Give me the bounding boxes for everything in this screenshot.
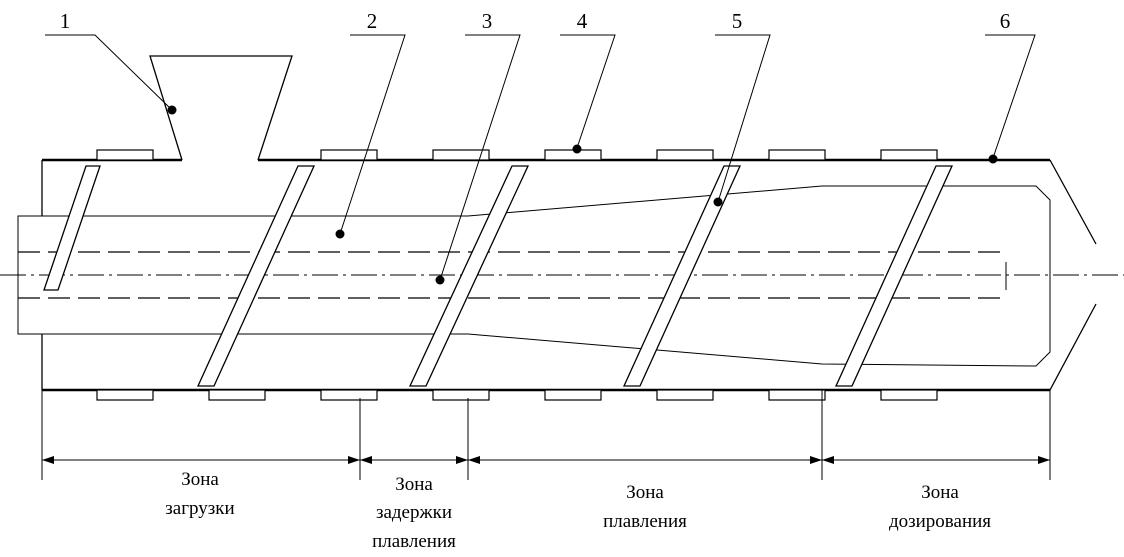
zone-label-line: дозирования [889, 511, 991, 532]
heater [656, 389, 714, 401]
heater [768, 389, 826, 401]
heater [768, 149, 826, 161]
barrel-nozzle-top [1049, 159, 1097, 245]
leader-5 [715, 34, 771, 203]
leader-dot [572, 144, 582, 154]
leader-dots [167, 105, 998, 285]
heater [432, 389, 490, 401]
screw-flight [408, 165, 530, 387]
callout-4: 4 [577, 9, 588, 33]
screw-flight [196, 165, 316, 387]
heater [544, 389, 602, 401]
heater [96, 389, 154, 401]
leader-dot [167, 105, 177, 115]
screw-flight [834, 165, 954, 387]
screw-core [17, 185, 1051, 367]
zone-label-delay: Зона задержки плавления [372, 474, 456, 552]
screw-flights [43, 165, 954, 387]
heater [96, 149, 154, 161]
heaters-top [96, 149, 938, 161]
hopper [149, 55, 293, 161]
zone-extension-lines [41, 390, 1051, 480]
heater [320, 149, 378, 161]
leader-lines [45, 34, 1036, 281]
zone-label-metering: Зона дозирования [889, 482, 991, 532]
leader-dot [435, 275, 445, 285]
zone-label-line: задержки [376, 502, 452, 523]
zone-label-line: плавления [603, 511, 687, 532]
leader-3 [439, 34, 521, 281]
heater [880, 389, 938, 401]
heaters-bottom [96, 389, 938, 401]
heater [544, 149, 602, 161]
leader-dot [713, 197, 723, 207]
zone-label-line: загрузки [165, 498, 234, 519]
heater [320, 389, 378, 401]
leader-1 [45, 34, 173, 111]
leader-6 [985, 34, 1036, 159]
zone-label-melting: Зона плавления [603, 482, 687, 532]
screw-flight [622, 165, 742, 387]
zone-label-line: Зона [395, 474, 433, 495]
leader-2 [339, 34, 406, 235]
zone-label-line: Зона [181, 469, 219, 490]
heater [208, 389, 266, 401]
zone-label-line: Зона [626, 482, 664, 503]
leader-dot [988, 154, 998, 164]
heater [880, 149, 938, 161]
heater [656, 149, 714, 161]
zone-label-line: плавления [372, 531, 456, 552]
leader-dot [335, 229, 345, 239]
zone-label-loading: Зона загрузки [165, 469, 234, 519]
zone-label-line: Зона [921, 482, 959, 503]
callout-1: 1 [60, 9, 71, 33]
callout-2: 2 [367, 9, 378, 33]
screw-flight [43, 165, 101, 291]
heater [432, 149, 490, 161]
barrel-nozzle-bottom [1049, 303, 1097, 391]
callout-3: 3 [482, 9, 493, 33]
callout-6: 6 [1000, 9, 1011, 33]
leader-4 [560, 34, 616, 149]
callout-5: 5 [732, 9, 743, 33]
